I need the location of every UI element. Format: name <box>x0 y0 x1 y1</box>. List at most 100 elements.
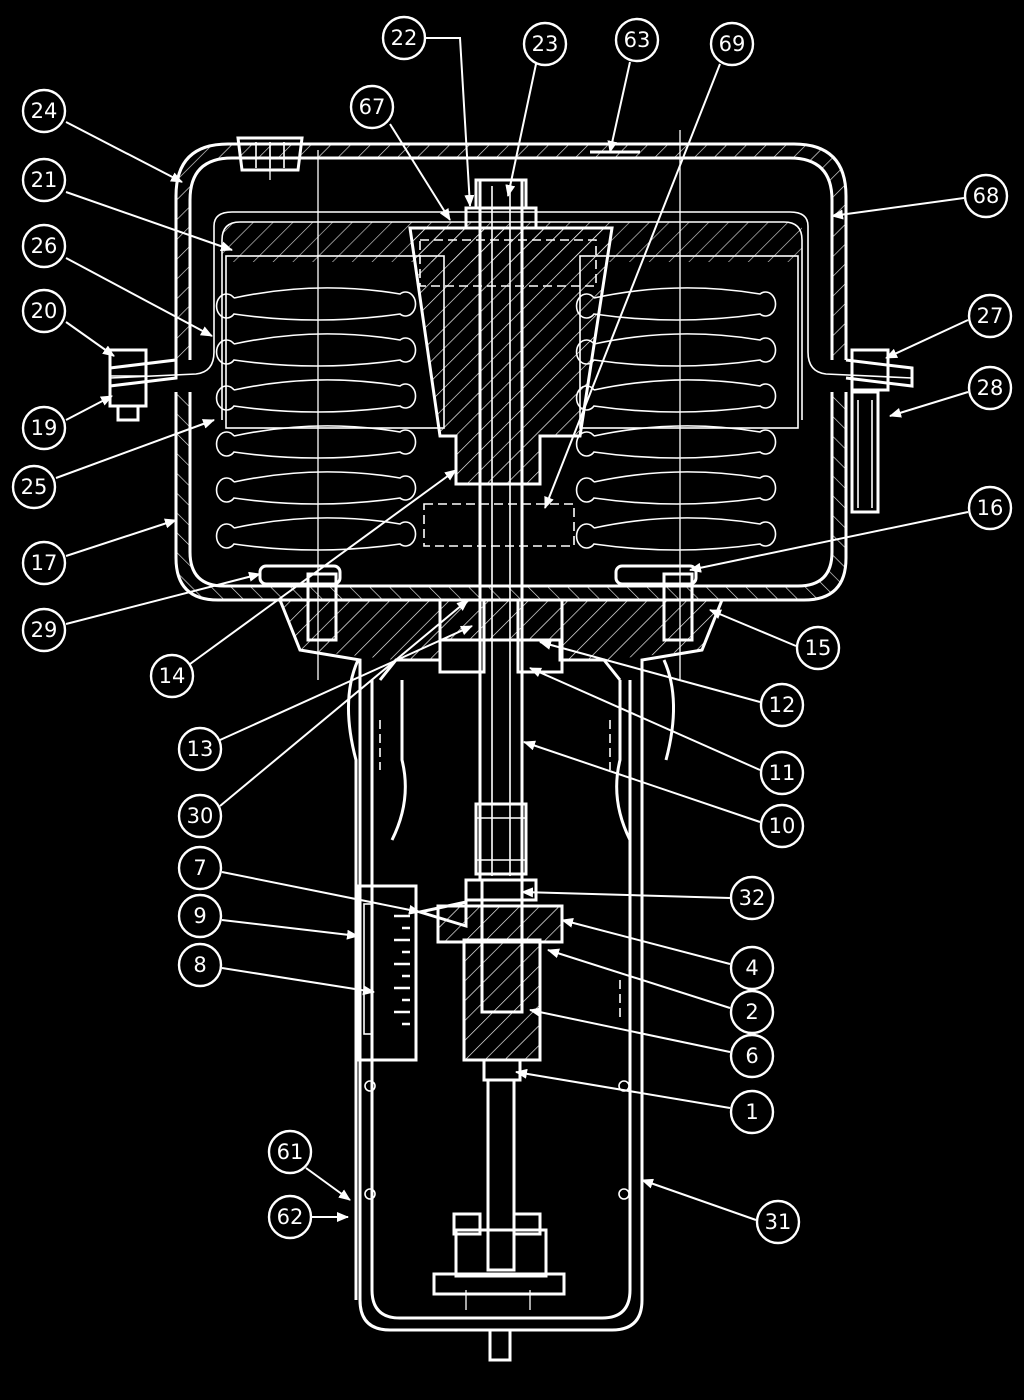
callout-label: 17 <box>31 551 58 575</box>
callout-label: 29 <box>31 618 58 642</box>
callout-label: 22 <box>391 26 418 50</box>
callout-69: 69 <box>709 21 755 67</box>
callout-label: 67 <box>359 95 386 119</box>
callout-label: 2 <box>745 1000 758 1024</box>
centerlines <box>269 130 681 1310</box>
callout-circle <box>21 223 67 269</box>
callout-12: 12 <box>759 682 805 728</box>
callout-label: 13 <box>187 737 214 761</box>
callout-label: 63 <box>624 28 651 52</box>
spring-coil <box>575 379 777 413</box>
callout-label: 11 <box>769 761 796 785</box>
callout-circle <box>21 405 67 451</box>
leader-line-7 <box>221 871 421 915</box>
spring-coil <box>215 471 417 505</box>
leader-line-23 <box>505 63 537 197</box>
callout-label: 19 <box>31 416 58 440</box>
callout-label: 14 <box>159 664 186 688</box>
yoke <box>278 599 724 1332</box>
callout-label: 15 <box>805 636 832 660</box>
spring-coil <box>215 287 417 321</box>
callout-13: 13 <box>177 726 223 772</box>
spring-coil <box>215 517 417 551</box>
callout-19: 19 <box>21 405 67 451</box>
callout-circle <box>11 464 57 510</box>
callout-circle <box>177 726 223 772</box>
callout-circle <box>21 88 67 134</box>
leader-line-2 <box>547 948 731 1009</box>
callout-31: 31 <box>755 1199 801 1245</box>
callout-9: 9 <box>177 893 223 939</box>
leader-line-63 <box>607 61 631 153</box>
spring-coil <box>215 333 417 367</box>
callout-label: 31 <box>765 1210 792 1234</box>
callout-16: 16 <box>967 485 1013 531</box>
leader-line-26 <box>65 257 213 337</box>
leader-line-12 <box>539 640 761 703</box>
callout-circle <box>21 288 67 334</box>
callout-circle <box>755 1199 801 1245</box>
callout-26: 26 <box>21 223 67 269</box>
callout-circle <box>729 945 775 991</box>
callout-label: 68 <box>973 184 1000 208</box>
leader-line-67 <box>389 123 451 221</box>
leader-line-61 <box>305 1167 351 1201</box>
leader-line-8 <box>221 967 375 996</box>
callout-label: 27 <box>977 304 1004 328</box>
callout-10: 10 <box>759 803 805 849</box>
leader-line-4 <box>561 917 731 965</box>
callout-63: 63 <box>614 17 660 63</box>
callout-11: 11 <box>759 750 805 796</box>
callout-circle <box>729 1089 775 1135</box>
callout-circle <box>709 21 755 67</box>
leader-line-6 <box>529 1007 731 1053</box>
callout-circle <box>177 893 223 939</box>
callout-label: 26 <box>31 234 58 258</box>
callout-30: 30 <box>177 793 223 839</box>
callout-circle <box>267 1129 313 1175</box>
callout-label: 7 <box>193 856 206 880</box>
flange-bolts <box>108 348 890 514</box>
spring-coil <box>575 287 777 321</box>
leader-line-15 <box>709 609 797 647</box>
callout-circle <box>759 803 805 849</box>
callout-17: 17 <box>21 540 67 586</box>
leader-line-19 <box>65 395 113 421</box>
callout-25: 25 <box>11 464 57 510</box>
callout-20: 20 <box>21 288 67 334</box>
leader-line-14 <box>189 469 457 665</box>
callout-label: 9 <box>193 904 206 928</box>
callout-label: 6 <box>745 1044 758 1068</box>
stem-connector <box>414 878 564 1082</box>
callout-circle <box>177 845 223 891</box>
central-hub <box>408 178 614 547</box>
callout-circle <box>795 625 841 671</box>
callout-61: 61 <box>267 1129 313 1175</box>
callout-circle <box>349 84 395 130</box>
callout-21: 21 <box>21 157 67 203</box>
callout-23: 23 <box>522 21 568 67</box>
leader-line-25 <box>55 419 215 479</box>
leader-line-17 <box>65 518 177 557</box>
callout-29: 29 <box>21 607 67 653</box>
callout-label: 10 <box>769 814 796 838</box>
callout-4: 4 <box>729 945 775 991</box>
callout-27: 27 <box>967 293 1013 339</box>
callout-circle <box>177 942 223 988</box>
callout-label: 16 <box>977 496 1004 520</box>
callout-label: 61 <box>277 1140 304 1164</box>
callout-label: 8 <box>193 953 206 977</box>
callout-1: 1 <box>729 1089 775 1135</box>
callout-circle <box>729 1033 775 1079</box>
callout-circle <box>729 875 775 921</box>
leader-line-21 <box>65 191 233 252</box>
spring-coil <box>575 471 777 505</box>
callout-32: 32 <box>729 875 775 921</box>
callout-2: 2 <box>729 989 775 1035</box>
leader-line-10 <box>523 740 761 823</box>
leader-line-31 <box>641 1178 757 1221</box>
spring-coil <box>575 517 777 551</box>
leader-line-32 <box>521 887 731 899</box>
